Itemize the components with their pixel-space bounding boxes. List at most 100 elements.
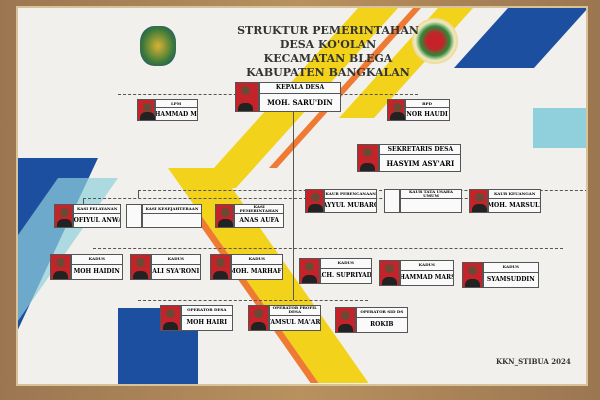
member-photo [387,99,405,121]
position-role: KASI KESEJAHTERAAN [143,205,201,214]
position-holder-name: ANAS AUFA [239,217,280,224]
position-role: KADUS [231,255,282,265]
empty-photo-slot [384,189,400,213]
empty-photo-slot [126,204,142,228]
position-role: OPERATOR PROFIL DESA [269,306,320,316]
position-role: KADUS [400,261,453,271]
position-role: KAUR TATA USAHA UMUM [401,190,461,199]
light-blue-corner [533,108,586,148]
position-holder-name: SYAMSUL MA'ARIF [270,319,320,327]
position-holder-name: NOR HAUDI [406,110,448,118]
position-box: BPD NOR HAUDI [404,99,450,121]
position-box: LPM MUHAMMAD MUIS [154,99,198,121]
position-box: KADUS MUHAMMAD MARSIDI [399,260,454,286]
member-photo [462,262,483,288]
position-role: KASI PEMERINTAHAN [235,205,284,214]
connector-line [138,300,368,301]
position-box: KASI KESEJAHTERAAN [142,204,202,228]
position-box: KADUS MOH HAIDIN [70,254,123,280]
member-photo [335,307,356,333]
position-holder-name: HASYIM ASY'ARI [386,158,455,168]
position-card-kaur-keuangan: KAUR KEUANGAN MOH. MARSULI [469,189,542,213]
member-photo [357,144,380,172]
position-box: KAUR KEUANGAN MOH. MARSULI [488,189,542,213]
position-card-kasi-kesejahteraan: KASI KESEJAHTERAAN [126,204,202,228]
position-role: LPM [155,100,197,108]
position-holder-name: SHOFIYUL ANWARI [74,216,120,224]
position-box: KADUS ACH. SUPRIYADI [319,258,372,284]
position-box: KAUR TATA USAHA UMUM [400,189,462,213]
position-card-kaur-tu-umum: KAUR TATA USAHA UMUM [384,189,462,213]
connector-line [293,190,294,300]
position-card-kasi-pelayanan: KASI PELAYANAN SHOFIYUL ANWARI [54,204,122,228]
position-role: KEPALA DESA [260,83,340,95]
position-box: KAUR PERENCANAANHAYYUL MUBAROK [324,189,378,213]
university-logo [412,18,458,64]
position-role: KADUS [320,259,371,269]
title-line-4: KABUPATEN BANGKALAN [246,66,410,79]
position-role: KAUR PERENCANAAN [325,190,377,199]
credit-text: KKN_STIBUA 2024 [496,357,571,366]
org-chart-poster: STRUKTUR PEMERINTAHAN DESA KO'OLAN KECAM… [16,6,588,386]
member-photo [305,189,325,213]
member-photo [137,99,155,121]
position-card-kadus-1: KADUS MOH HAIDIN [50,254,123,280]
position-role: OPERATOR SID DS [356,308,407,318]
position-box: KEPALA DESA MOH. SARU'DIN [259,82,341,112]
connector-line [93,248,563,249]
position-holder-name: MOH HAIDIN [73,268,120,276]
position-role: BPD [405,100,449,108]
member-photo [130,254,151,280]
position-holder-name: ACH. SUPRIYADI [321,272,371,280]
position-box: OPERATOR SID DS ROKIB [355,307,408,333]
position-role: KAUR KEUANGAN [489,190,541,199]
position-holder-name [401,199,461,212]
position-box: KASI PELAYANAN SHOFIYUL ANWARI [73,204,122,228]
position-card-operator-sid: OPERATOR SID DS ROKIB [335,307,408,333]
position-card-kadus-2: KADUS ALI SYA'RONI [130,254,201,280]
connector-line [293,112,294,197]
position-box: KASI PEMERINTAHAN ANAS AUFA [234,204,285,228]
position-role: KADUS [151,255,200,265]
position-card-kepala-desa: KEPALA DESA MOH. SARU'DIN [235,82,341,112]
member-photo [248,305,269,331]
position-card-kadus-3: KADUS MOH. MARHAFI [210,254,283,280]
position-card-lpm: LPM MUHAMMAD MUIS [137,99,198,121]
member-photo [54,204,74,228]
member-photo [160,305,181,331]
title-line-1: STRUKTUR PEMERINTAHAN [237,24,419,37]
connector-line [83,198,84,208]
position-role: KADUS [71,255,122,265]
position-holder-name: MOH. MARSULI [489,201,541,209]
position-card-kadus-4: KADUS ACH. SUPRIYADI [299,258,372,284]
title-line-3: KECAMATAN BLEGA [263,52,393,65]
member-photo [210,254,231,280]
member-photo [379,260,400,286]
position-role: OPERATOR DESA [181,306,232,316]
position-box: KADUS ALI SYA'RONI [150,254,201,280]
position-holder-name: ALI SYA'RONI [152,268,200,276]
position-box: KADUS MOH. MARHAFI [230,254,283,280]
position-holder-name: ROKIB [370,321,394,329]
position-holder-name: MOH. SARU'DIN [267,98,333,108]
position-card-kaur-perencanaan: KAUR PERENCANAANHAYYUL MUBAROK [305,189,378,213]
position-card-kasi-pemerintahan: KASI PEMERINTAHAN ANAS AUFA [215,204,285,228]
position-card-operator-profil-desa: OPERATOR PROFIL DESA SYAMSUL MA'ARIF [248,305,321,331]
regency-seal-logo [140,26,176,66]
position-holder-name: MUHAMMAD MUIS [155,110,197,118]
position-holder-name: MOH. MARHAFI [231,268,282,276]
position-holder-name [143,214,201,227]
member-photo [469,189,489,213]
connector-line [138,190,139,198]
position-card-kadus-5: KADUS MUHAMMAD MARSIDI [379,260,454,286]
position-holder-name: MUHAMMAD MARSIDI [401,274,453,282]
position-role: KADUS [483,263,538,273]
position-role: KASI PELAYANAN [74,205,121,214]
member-photo [215,204,235,228]
